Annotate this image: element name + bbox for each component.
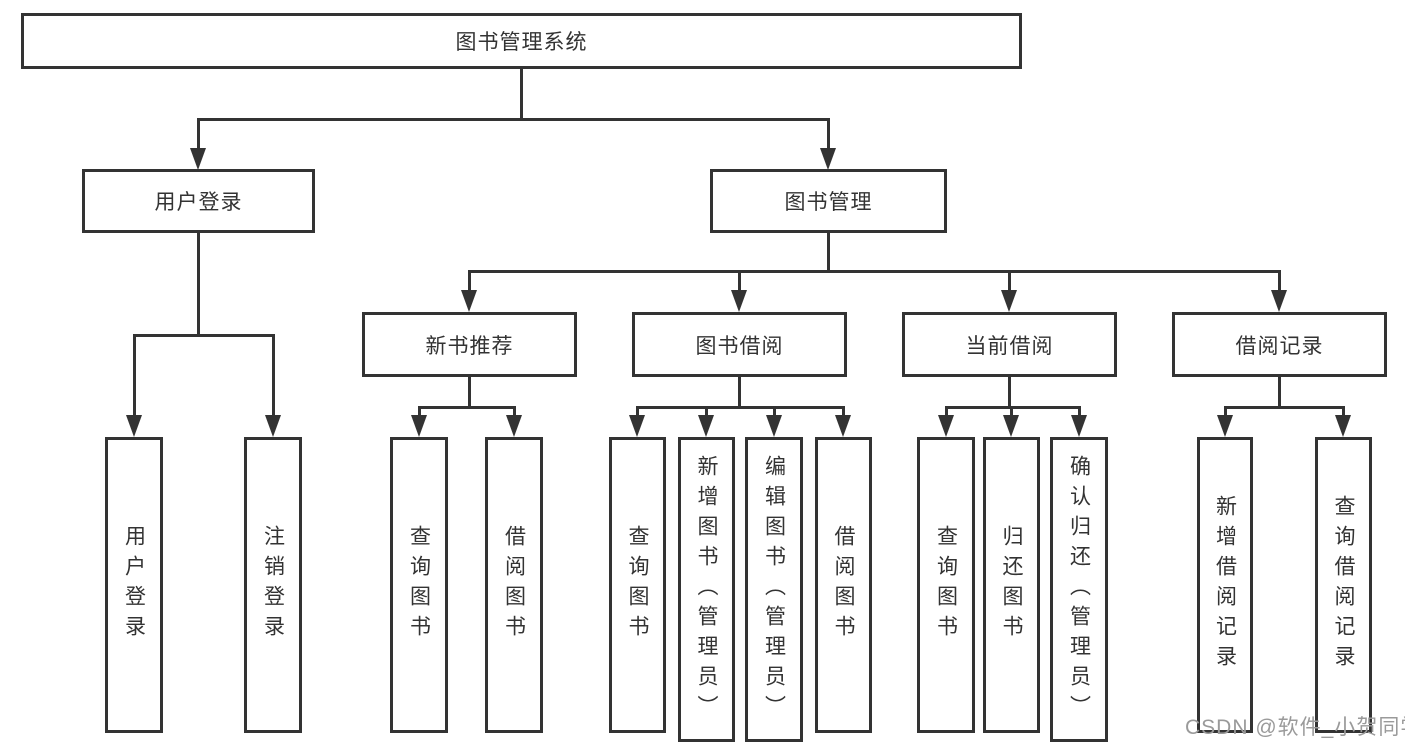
connector [1010, 406, 1013, 423]
connector [705, 406, 708, 423]
arrowhead [835, 415, 851, 437]
connector [468, 270, 471, 298]
node-user-login: 用户登录 [82, 169, 315, 233]
connector [945, 406, 948, 423]
node-label: 图书管理 [784, 191, 873, 214]
connector [842, 406, 845, 423]
leaf-query-borrow-record: 查询借阅记录 [1315, 437, 1372, 733]
arrowhead [1003, 415, 1019, 437]
leaf-add-borrow-record: 新增借阅记录 [1197, 437, 1253, 733]
leaf-query-books-current: 查询图书 [917, 437, 975, 733]
leaf-return-book: 归还图书 [983, 437, 1040, 733]
connector [272, 334, 275, 423]
connector [1278, 270, 1281, 298]
connector [520, 68, 523, 120]
arrowhead [731, 290, 747, 312]
connector [468, 377, 471, 408]
node-borrowing-records: 借阅记录 [1172, 312, 1387, 377]
connector [945, 406, 1081, 409]
node-label: 图书借阅 [695, 334, 784, 358]
connector [197, 118, 200, 156]
node-label: 图书管理系统 [455, 31, 588, 54]
connector [133, 334, 136, 423]
arrowhead [698, 415, 714, 437]
arrowhead [1071, 415, 1087, 437]
node-book-borrowing: 图书借阅 [632, 312, 847, 377]
node-label: 借阅记录 [1235, 334, 1324, 358]
arrowhead [126, 415, 142, 437]
connector [468, 270, 1281, 273]
arrowhead [766, 415, 782, 437]
connector [1224, 406, 1345, 409]
node-label: 新书推荐 [425, 334, 514, 358]
node-label: 用户登录 [154, 191, 243, 214]
arrowhead [629, 415, 645, 437]
connector [197, 118, 830, 121]
connector [418, 406, 516, 409]
connector [133, 334, 275, 337]
leaf-borrow-books-recommend: 借阅图书 [485, 437, 543, 733]
connector [773, 406, 776, 423]
connector [636, 406, 639, 423]
connector [827, 232, 830, 272]
leaf-add-book-admin: 新增图书（管理员） [678, 437, 735, 742]
connector [738, 377, 741, 408]
arrowhead [1335, 415, 1351, 437]
node-label: 当前借阅 [965, 334, 1054, 358]
node-new-book-recommend: 新书推荐 [362, 312, 577, 377]
connector [738, 270, 741, 298]
connector [1008, 270, 1011, 298]
leaf-confirm-return-admin: 确认归还（管理员） [1050, 437, 1108, 742]
leaf-query-books-recommend: 查询图书 [390, 437, 448, 733]
connector [1342, 406, 1345, 423]
arrowhead [506, 415, 522, 437]
csdn-watermark: CSDN @软件_小贺同学 [1185, 716, 1405, 739]
node-current-borrowing: 当前借阅 [902, 312, 1117, 377]
arrowhead [190, 148, 206, 170]
arrowhead [265, 415, 281, 437]
leaf-user-login: 用户登录 [105, 437, 163, 733]
node-library-management-system: 图书管理系统 [21, 13, 1022, 69]
leaf-query-books-borrowing: 查询图书 [609, 437, 666, 733]
connector [1078, 406, 1081, 423]
connector [197, 232, 200, 336]
arrowhead [938, 415, 954, 437]
connector [1008, 377, 1011, 408]
arrowhead [1217, 415, 1233, 437]
leaf-edit-book-admin: 编辑图书（管理员） [745, 437, 803, 742]
connector [1224, 406, 1227, 423]
arrowhead [411, 415, 427, 437]
connector [418, 406, 421, 423]
arrowhead [820, 148, 836, 170]
arrowhead [1001, 290, 1017, 312]
connector [636, 406, 845, 409]
leaf-logout: 注销登录 [244, 437, 302, 733]
arrowhead [1271, 290, 1287, 312]
connector [827, 118, 830, 156]
connector [513, 406, 516, 423]
node-book-management: 图书管理 [710, 169, 947, 233]
arrowhead [461, 290, 477, 312]
leaf-borrow-books-borrowing: 借阅图书 [815, 437, 872, 733]
connector [1278, 377, 1281, 408]
